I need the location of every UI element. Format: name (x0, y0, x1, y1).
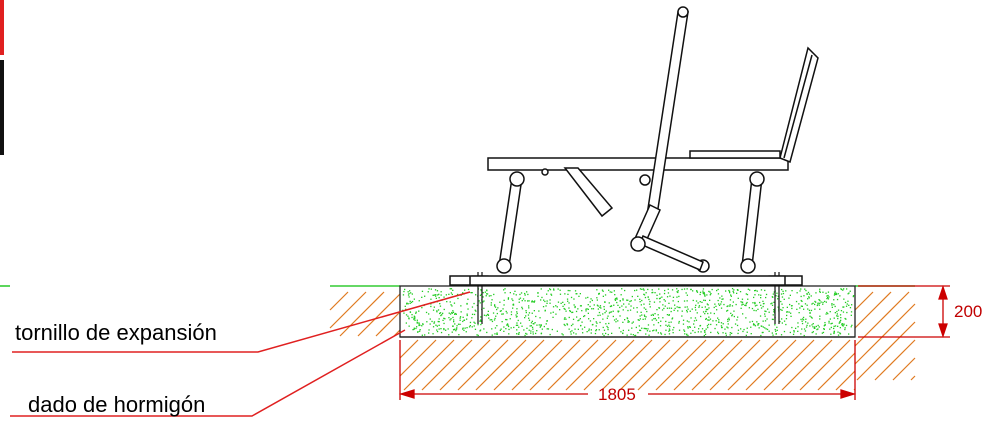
width-dimension (398, 340, 857, 400)
bench-machine (449, 6, 819, 286)
height-dimension (858, 284, 950, 339)
base-label: dado de hormigón (28, 392, 205, 417)
concrete-block (399, 285, 856, 338)
leader-lines (10, 291, 471, 417)
frame-edge (0, 0, 4, 155)
soil-hatch (329, 291, 916, 391)
width-value: 1805 (598, 385, 636, 404)
anchor-label: tornillo de expansión (15, 320, 217, 345)
height-value: 200 (954, 302, 982, 321)
